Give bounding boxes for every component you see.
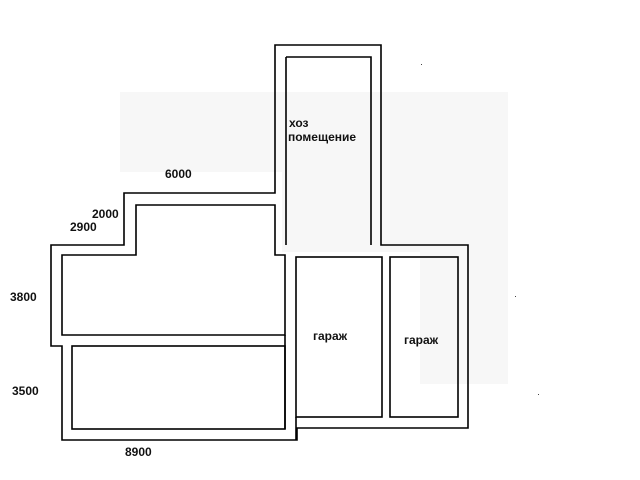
garage-right-outline (389, 256, 459, 418)
background-patch-top (120, 92, 508, 172)
garage-left-outline (295, 256, 383, 418)
storage-room-label-line1: хоз (289, 116, 309, 130)
stray-mark (421, 64, 422, 65)
upper-room-outline (61, 204, 286, 336)
dimension-bottom-width: 8900 (125, 445, 152, 459)
outer-wall-contour (50, 44, 469, 441)
stray-mark (515, 296, 516, 297)
garage-left-label: гараж (313, 329, 348, 343)
interior-wall-segment (284, 335, 297, 440)
storage-room-label-line2: помещение (288, 130, 357, 144)
garage-right-label: гараж (404, 333, 439, 347)
stray-mark (538, 394, 539, 395)
dimension-lower-height: 3500 (12, 384, 39, 398)
storage-room-outline (285, 56, 372, 245)
lower-room-outline (71, 345, 286, 430)
background-patch-right (420, 172, 508, 384)
dimension-upper-height: 3800 (10, 290, 37, 304)
dimension-top-width: 6000 (165, 167, 192, 181)
dimension-side-offset: 2900 (70, 220, 97, 234)
background-patch-center (282, 172, 420, 252)
dimension-step-depth: 2000 (92, 207, 119, 221)
